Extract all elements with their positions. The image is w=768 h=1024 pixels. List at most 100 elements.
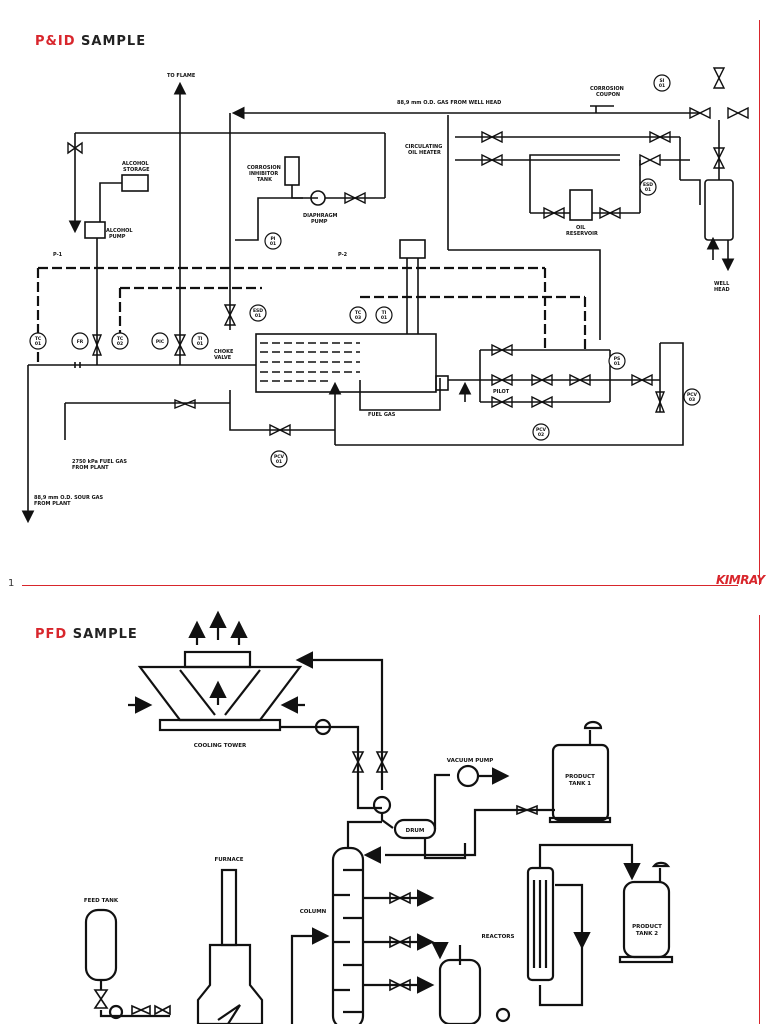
pcv2-tag-2: 02 bbox=[538, 432, 544, 438]
heater-vessel bbox=[255, 333, 437, 393]
furnace-stack bbox=[220, 868, 238, 947]
esd1-tag-1: ESD bbox=[253, 308, 263, 314]
alcohol-pump bbox=[84, 221, 106, 239]
pi-tag-2: 01 bbox=[270, 241, 276, 247]
label-fuel-plant-2: FROM PLANT bbox=[72, 465, 109, 471]
product-tank-2 bbox=[622, 880, 671, 959]
valve-alcohol bbox=[67, 141, 83, 155]
label-drum: DRUM bbox=[406, 828, 425, 834]
tc3-tag-2: 03 bbox=[355, 315, 361, 321]
stack-cap bbox=[399, 239, 426, 259]
label-product-tank-2a: PRODUCT bbox=[632, 924, 662, 930]
label-fuel-gas: FUEL GAS bbox=[368, 412, 396, 418]
instrument-pcv2 bbox=[532, 423, 550, 441]
instrument-tc3 bbox=[349, 306, 367, 324]
label-alcohol-pump-1: ALCOHOL bbox=[106, 228, 133, 234]
well-head bbox=[704, 179, 734, 241]
oil-reservoir bbox=[569, 189, 593, 221]
kimray-logo: KIMRAY bbox=[716, 573, 765, 587]
instrument-esd2 bbox=[639, 178, 657, 196]
instrument-ti bbox=[191, 332, 209, 350]
page-edge-line-top bbox=[759, 20, 760, 585]
label-alcohol-storage-2: STORAGE bbox=[123, 167, 150, 173]
pcv1-tag-1: PCV bbox=[274, 454, 285, 460]
label-oil-reservoir-2: RESERVOIR bbox=[566, 231, 598, 237]
si-tag-2: 01 bbox=[659, 83, 665, 89]
tc1-tag-1: TC bbox=[35, 336, 42, 342]
ps-tag-1: PS bbox=[614, 356, 621, 362]
label-alcohol-storage-1: ALCOHOL bbox=[122, 161, 149, 167]
label-feed-tank: FEED TANK bbox=[84, 898, 119, 904]
pfd-title-red: PFD bbox=[35, 627, 68, 642]
page-divider bbox=[22, 585, 738, 586]
label-well-1: WELL bbox=[714, 281, 730, 287]
label-vacuum-pump: VACUUM PUMP bbox=[447, 758, 494, 764]
ti2-tag-1: TI bbox=[382, 310, 387, 316]
instrument-tc1 bbox=[29, 332, 47, 350]
instrument-si bbox=[653, 74, 671, 92]
pic-tag: PIC bbox=[156, 339, 165, 345]
instrument-pcv1 bbox=[270, 450, 288, 468]
page-number: 1 bbox=[8, 578, 15, 589]
label-inhibitor-2: INHIBITOR bbox=[249, 171, 278, 177]
label-fuel-plant-1: 2750 kPa FUEL GAS bbox=[72, 459, 127, 465]
tc2-tag-1: TC bbox=[117, 336, 124, 342]
pid-title: P&ID SAMPLE bbox=[35, 34, 146, 49]
label-product-tank-1b: TANK 1 bbox=[569, 781, 591, 787]
label-inhibitor-3: TANK bbox=[257, 177, 273, 183]
instrument-pic bbox=[151, 332, 169, 350]
ti-tag-1: TI bbox=[198, 336, 203, 342]
label-p2: P-2 bbox=[338, 252, 348, 258]
label-product-tank-2b: TANK 2 bbox=[636, 931, 658, 937]
label-furnace: FURNACE bbox=[214, 857, 243, 863]
ps-tag-2: 01 bbox=[614, 361, 620, 367]
feed-tank bbox=[84, 908, 118, 982]
label-p1: P-1 bbox=[53, 252, 63, 258]
reactor-2 bbox=[438, 958, 482, 1024]
instrument-ps bbox=[608, 352, 626, 370]
esd1-tag-2: 01 bbox=[255, 313, 261, 319]
label-well-2: HEAD bbox=[714, 287, 730, 293]
label-gas-from-well: 88,9 mm O.D. GAS FROM WELL HEAD bbox=[397, 100, 501, 106]
tc3-tag-1: TC bbox=[355, 310, 362, 316]
pcv3-tag-2: 03 bbox=[689, 397, 695, 403]
corrosion-inhibitor-tank bbox=[284, 156, 300, 186]
label-product-tank-1a: PRODUCT bbox=[565, 774, 595, 780]
si-tag-1: SI bbox=[660, 78, 665, 84]
condenser bbox=[372, 795, 392, 815]
esd2-tag-1: ESD bbox=[643, 182, 653, 188]
label-inhibitor-1: CORROSION bbox=[247, 165, 281, 171]
cooling-tower-fan bbox=[183, 650, 252, 669]
pfd-title: PFD SAMPLE bbox=[35, 627, 138, 642]
cooling-pump bbox=[314, 718, 332, 736]
ti2-tag-2: 01 bbox=[381, 315, 387, 321]
alcohol-storage-tank bbox=[121, 174, 149, 192]
pi-tag-1: PI bbox=[271, 236, 276, 242]
instrument-tc2 bbox=[111, 332, 129, 350]
instrument-pi bbox=[264, 232, 282, 250]
esd2-tag-2: 01 bbox=[645, 187, 651, 193]
instrument-fr bbox=[71, 332, 89, 350]
pcv1-tag-2: 01 bbox=[276, 459, 282, 465]
furnace-body bbox=[196, 943, 264, 1024]
label-reactors: REACTORS bbox=[482, 934, 515, 940]
page-edge-line-bottom bbox=[759, 615, 760, 1024]
label-choke-2: VALVE bbox=[214, 355, 232, 361]
instrument-esd1 bbox=[249, 304, 267, 322]
pcv3-tag-1: PCV bbox=[687, 392, 698, 398]
product-tank-1 bbox=[551, 743, 610, 822]
reactor-1 bbox=[526, 866, 555, 982]
tc1-tag-2: 01 bbox=[35, 341, 41, 347]
pid-title-black: SAMPLE bbox=[81, 34, 147, 49]
label-pilot: PILOT bbox=[493, 389, 510, 395]
label-sour-gas-2: FROM PLANT bbox=[34, 501, 71, 507]
label-diaphragm-2: PUMP bbox=[311, 219, 328, 225]
label-coupon-2: COUPON bbox=[596, 92, 620, 98]
tc2-tag-2: 02 bbox=[117, 341, 123, 347]
instrument-pcv3 bbox=[683, 388, 701, 406]
label-cooling-tower: COOLING TOWER bbox=[194, 743, 247, 749]
drum bbox=[393, 818, 437, 840]
pcv2-tag-1: PCV bbox=[536, 427, 547, 433]
label-sour-gas-1: 88,9 mm O.D. SOUR GAS bbox=[34, 495, 104, 501]
